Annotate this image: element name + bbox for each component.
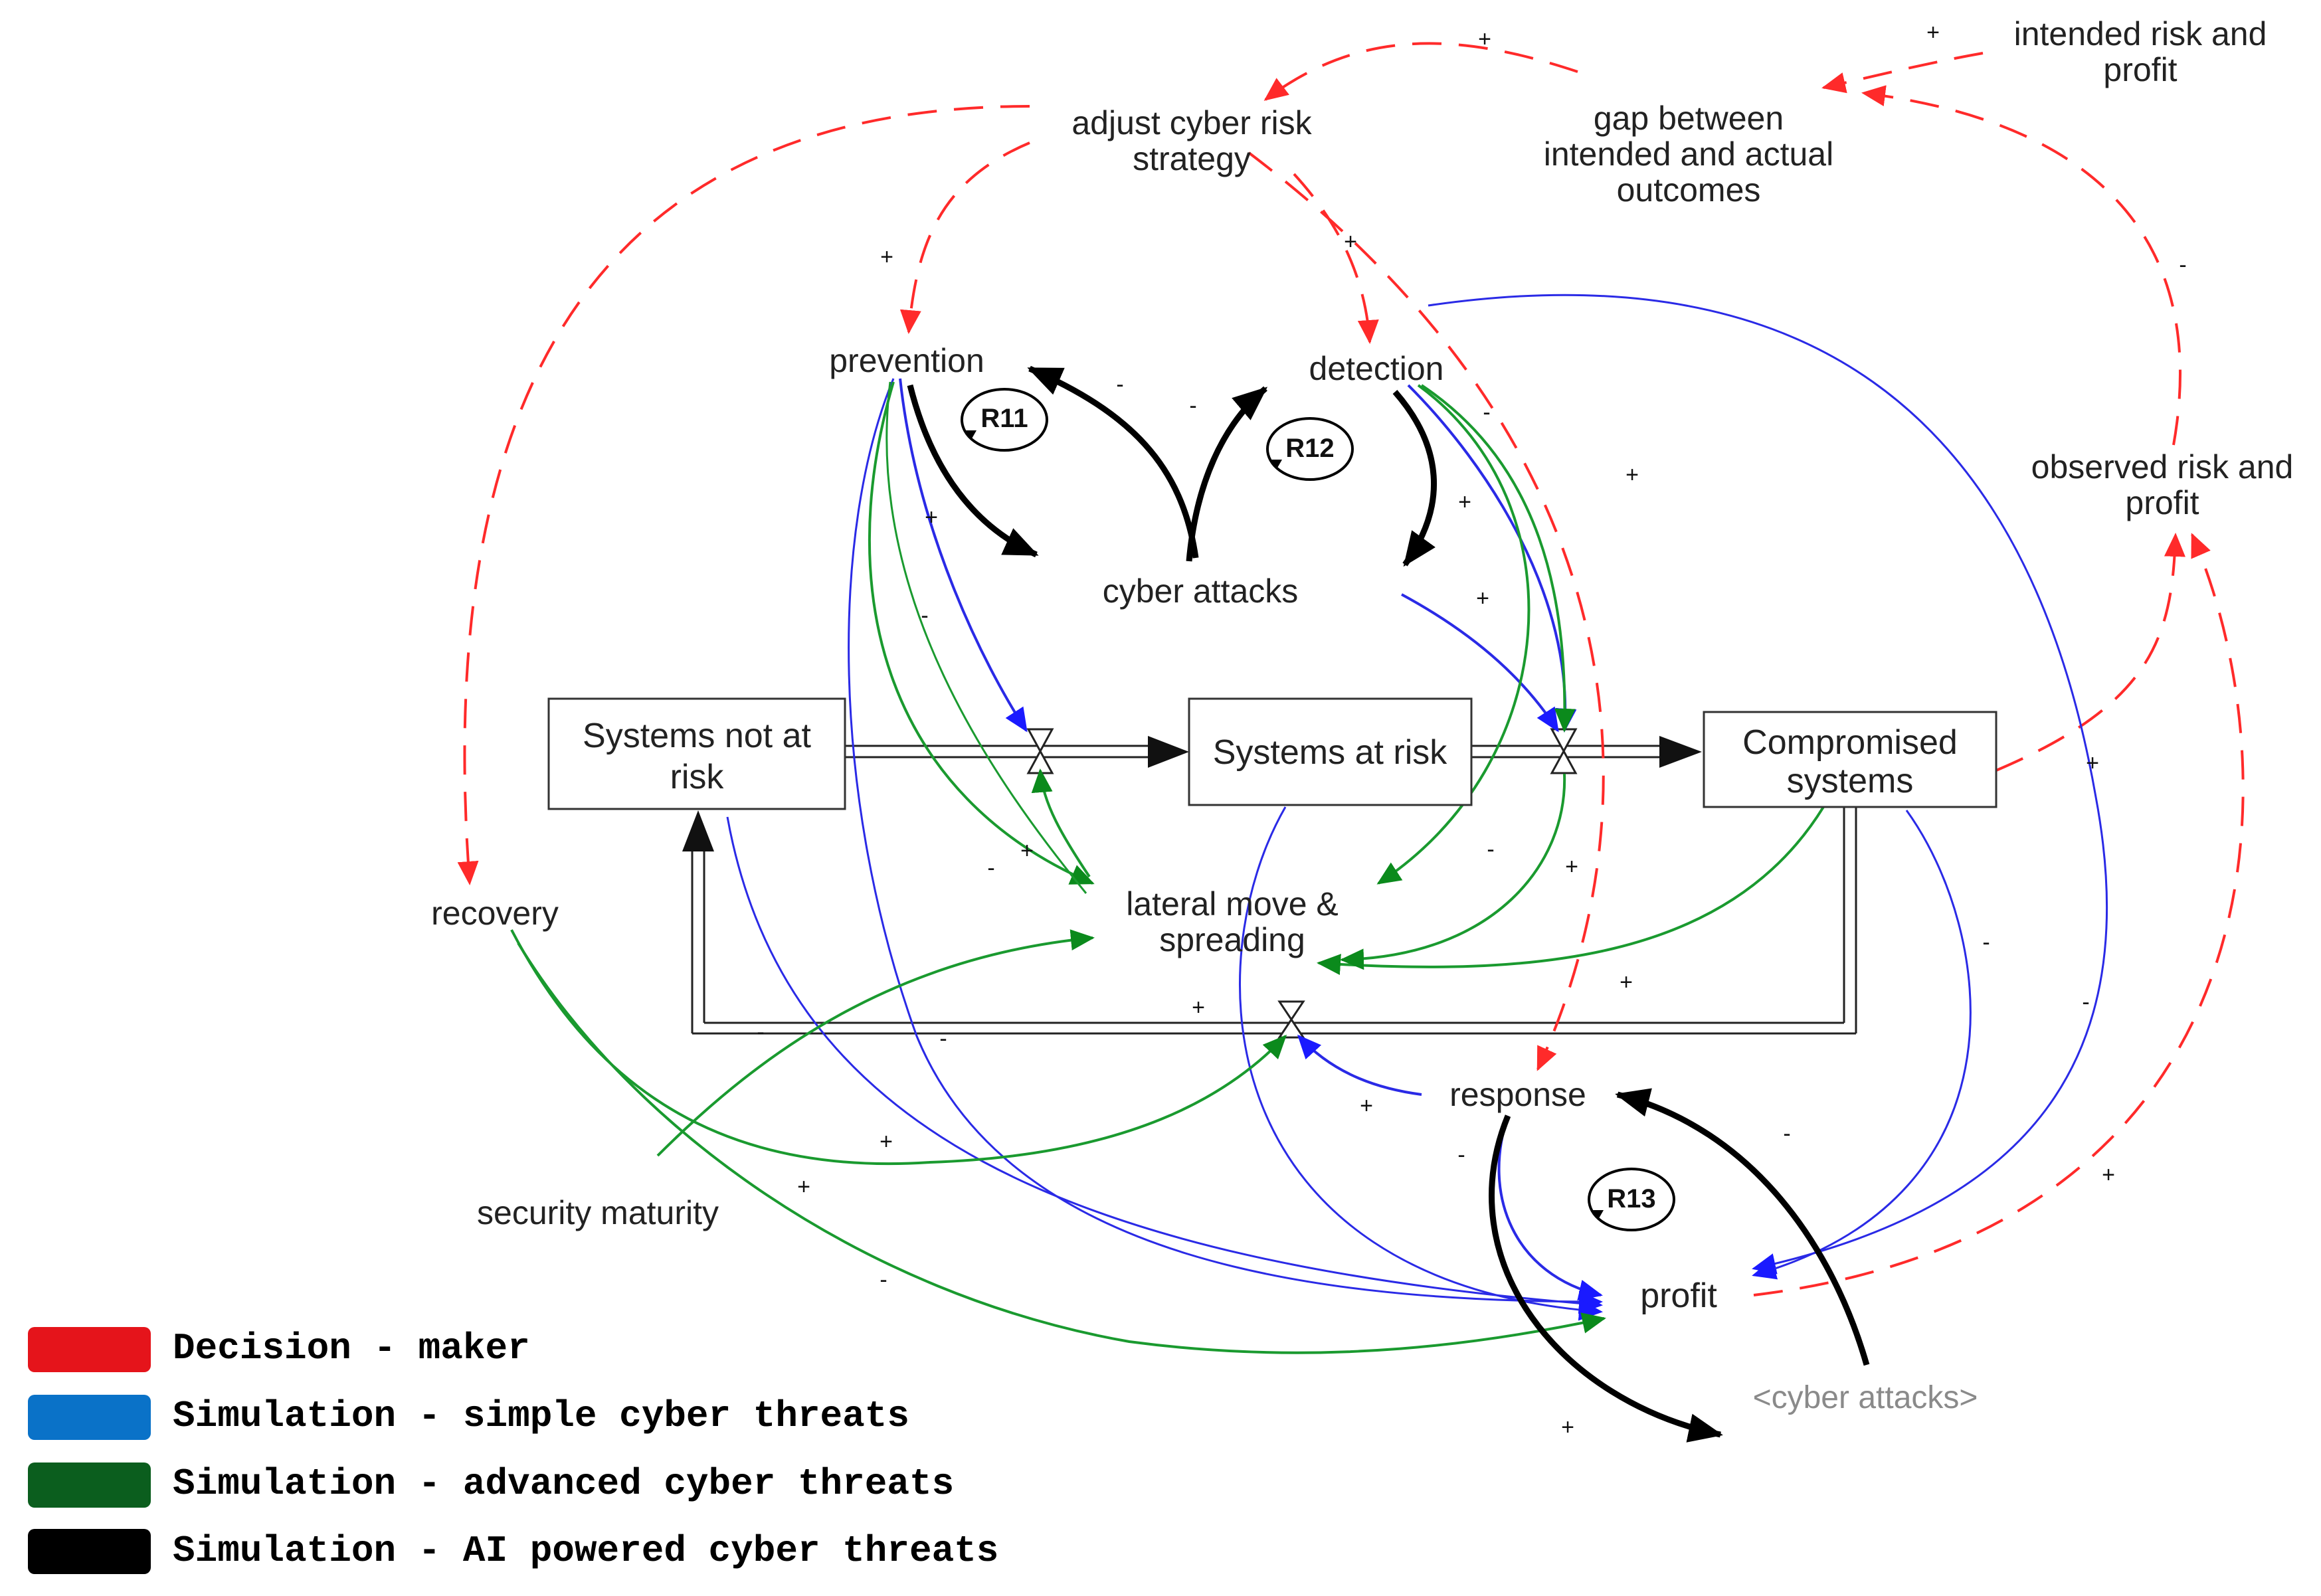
legend-label-simple: Simulation - simple cyber threats xyxy=(173,1395,909,1437)
svg-text:-: - xyxy=(1189,393,1196,418)
node-cyber-attacks: cyber attacks xyxy=(1103,573,1299,610)
node-response: response xyxy=(1449,1076,1586,1113)
legend-swatch-red xyxy=(28,1327,151,1372)
svg-text:+: + xyxy=(1020,838,1034,863)
valve-2 xyxy=(1550,728,1578,774)
gap-line3: outcomes xyxy=(1617,171,1761,209)
node-observed-risk-and-profit: observed risk and profit xyxy=(2031,448,2294,521)
node-adjust-cyber-risk-strategy: adjust cyber risk strategy xyxy=(1071,104,1312,177)
legend-swatch-black xyxy=(28,1529,151,1574)
svg-text:-: - xyxy=(1483,400,1490,425)
gap-line2: intended and actual xyxy=(1544,135,1833,173)
stock-systems-not-at-risk: Systems not at risk xyxy=(547,697,846,810)
svg-text:+: + xyxy=(1926,20,1940,45)
svg-text:+: + xyxy=(1192,995,1205,1020)
loop-r11: R11 xyxy=(961,388,1048,452)
svg-text:+: + xyxy=(1478,27,1491,52)
svg-text:-: - xyxy=(2179,252,2186,278)
svg-text:-: - xyxy=(1457,1142,1465,1168)
stock-flow-pipes xyxy=(682,728,1857,1039)
intended-line2: profit xyxy=(2103,51,2177,88)
valve-1 xyxy=(1026,728,1054,774)
stock-systems-at-risk-label: Systems at risk xyxy=(1213,733,1447,772)
svg-text:+: + xyxy=(1360,1093,1373,1118)
svg-text:+: + xyxy=(1561,1415,1574,1440)
svg-text:-: - xyxy=(1487,837,1494,862)
loop-r12-label: R12 xyxy=(1285,434,1334,463)
observed-line2: profit xyxy=(2125,484,2199,521)
svg-text:+: + xyxy=(2086,751,2099,776)
legend-label-ai: Simulation - AI powered cyber threats xyxy=(173,1530,998,1572)
node-lateral-move-spreading: lateral move & spreading xyxy=(1126,885,1339,958)
adjust-line1: adjust cyber risk xyxy=(1071,104,1312,141)
polarity-signs: + + - + + - - - + + + + - + + - - + - - … xyxy=(757,20,2186,1440)
node-cyber-attacks-shadow: <cyber attacks> xyxy=(1753,1380,1978,1415)
stock-systems-not-at-risk-line1: Systems not at xyxy=(583,717,811,755)
svg-text:-: - xyxy=(987,855,994,881)
svg-text:+: + xyxy=(1565,854,1578,879)
legend: Decision - maker Simulation - simple cyb… xyxy=(28,1327,998,1574)
node-gap-between: gap between intended and actual outcomes xyxy=(1544,100,1833,209)
lateral-line1: lateral move & xyxy=(1126,885,1339,923)
svg-text:-: - xyxy=(2082,990,2089,1015)
svg-text:+: + xyxy=(1625,462,1639,488)
svg-text:-: - xyxy=(1116,372,1123,397)
legend-label-advanced: Simulation - advanced cyber threats xyxy=(173,1463,954,1505)
svg-text:+: + xyxy=(797,1174,810,1199)
loop-r13: R13 xyxy=(1588,1168,1675,1231)
svg-text:+: + xyxy=(880,1129,893,1154)
adjust-line2: strategy xyxy=(1133,140,1251,177)
legend-item-advanced: Simulation - advanced cyber threats xyxy=(28,1463,954,1508)
valve-3 xyxy=(1277,1000,1305,1039)
stock-systems-at-risk: Systems at risk xyxy=(1188,697,1473,806)
node-recovery: recovery xyxy=(431,895,559,932)
stock-compromised-systems: Compromised systems xyxy=(1703,711,1997,808)
ai-threat-links xyxy=(907,365,1870,1443)
advanced-threat-links xyxy=(510,381,1825,1354)
legend-swatch-blue xyxy=(28,1395,151,1440)
svg-text:+: + xyxy=(1620,970,1633,995)
stock-compromised-line2: systems xyxy=(1787,762,1914,800)
svg-text:-: - xyxy=(1783,1121,1790,1146)
legend-label-decision-maker: Decision - maker xyxy=(173,1327,530,1370)
svg-text:-: - xyxy=(921,603,928,628)
svg-text:+: + xyxy=(1476,586,1489,611)
loop-r12: R12 xyxy=(1266,417,1354,481)
legend-item-decision-maker: Decision - maker xyxy=(28,1327,530,1372)
svg-text:+: + xyxy=(1344,229,1357,254)
decision-links xyxy=(457,42,2245,1296)
legend-item-ai: Simulation - AI powered cyber threats xyxy=(28,1529,998,1574)
svg-text:+: + xyxy=(880,244,893,270)
legend-item-simple: Simulation - simple cyber threats xyxy=(28,1395,909,1440)
intended-line1: intended risk and xyxy=(2014,15,2267,52)
node-profit: profit xyxy=(1640,1277,1717,1315)
legend-swatch-green xyxy=(28,1463,151,1508)
lateral-line2: spreading xyxy=(1159,921,1305,958)
loop-r13-label: R13 xyxy=(1607,1184,1655,1213)
stock-systems-not-at-risk-line2: risk xyxy=(670,758,725,796)
node-detection: detection xyxy=(1309,350,1444,387)
svg-text:+: + xyxy=(1458,489,1471,515)
svg-text:-: - xyxy=(939,1026,947,1051)
stock-compromised-line1: Compromised xyxy=(1742,723,1958,762)
loop-r11-label: R11 xyxy=(980,404,1028,433)
node-prevention: prevention xyxy=(829,342,984,379)
node-security-maturity: security maturity xyxy=(477,1194,719,1231)
svg-text:-: - xyxy=(1982,930,1990,955)
svg-text:-: - xyxy=(880,1267,887,1292)
svg-text:+: + xyxy=(925,505,938,530)
svg-text:+: + xyxy=(2102,1162,2115,1188)
gap-line1: gap between xyxy=(1594,100,1784,137)
observed-line1: observed risk and xyxy=(2031,448,2294,486)
svg-text:-: - xyxy=(757,1020,764,1045)
node-intended-risk-and-profit: intended risk and profit xyxy=(2014,15,2267,88)
